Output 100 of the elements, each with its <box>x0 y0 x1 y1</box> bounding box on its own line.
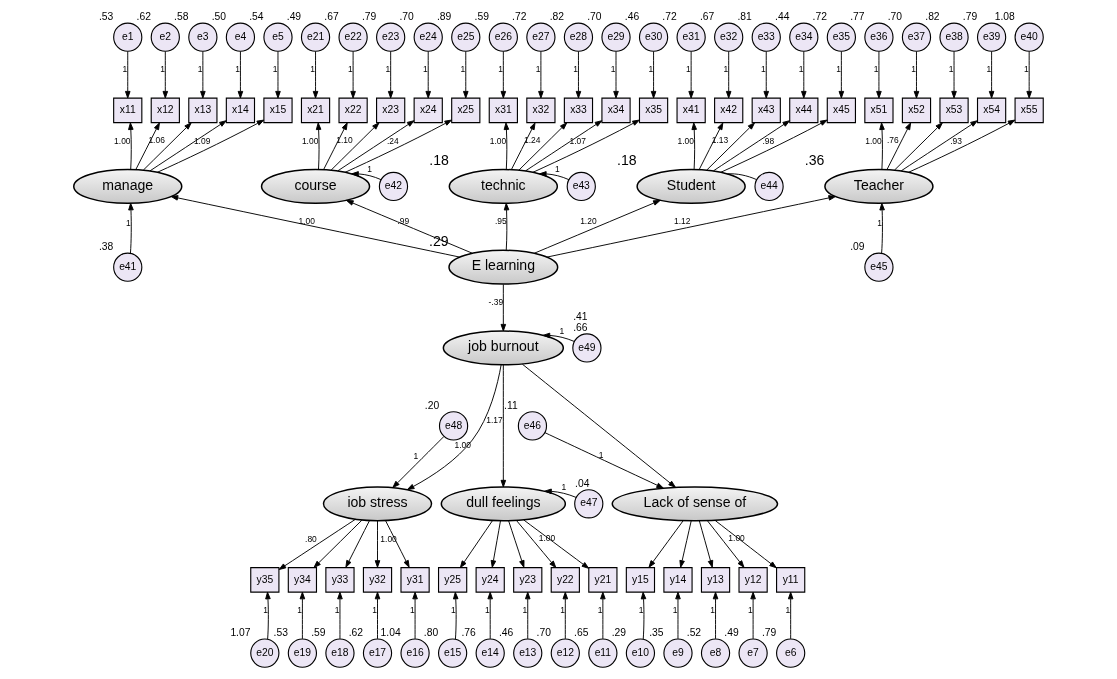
node-ellipse: Teacher <box>824 168 934 205</box>
edge-label: 1 <box>535 64 541 75</box>
arrow <box>313 519 363 568</box>
arrow <box>374 591 381 640</box>
edge-label: 1 <box>723 64 729 75</box>
edge-label: 1.00 <box>865 135 882 146</box>
node-circle: e1 <box>113 22 143 52</box>
edge-label: 1 <box>798 64 804 75</box>
node-box: x51 <box>864 97 894 124</box>
arrow <box>698 520 714 568</box>
node-circle: e3 <box>188 22 218 52</box>
node-circle: e28 <box>563 22 594 52</box>
node-label: .35 <box>649 627 664 639</box>
node-circle: e5 <box>263 22 293 52</box>
edge-label: 1 <box>160 64 165 75</box>
arrow <box>523 519 590 569</box>
arrow <box>532 119 640 173</box>
node-label: .72 <box>812 11 827 23</box>
node-box: y32 <box>362 567 393 593</box>
node-box: x44 <box>789 97 819 124</box>
node-box: x12 <box>150 97 180 124</box>
node-circle: e48 <box>438 411 469 441</box>
arrow <box>900 120 978 172</box>
node-circle: e20 <box>250 638 280 668</box>
edge-label: 1 <box>498 64 503 75</box>
node-circle: e6 <box>776 638 806 668</box>
edge-label: 1 <box>877 217 882 228</box>
edge-label: 1.20 <box>580 216 597 227</box>
node-box: y25 <box>438 567 468 593</box>
node-box: x22 <box>338 97 368 124</box>
node-label: .67 <box>324 11 339 23</box>
arrow <box>640 591 647 640</box>
arrow <box>838 51 845 99</box>
node-circle: e43 <box>566 171 596 202</box>
node-circle: e31 <box>676 22 706 52</box>
arrow <box>374 520 381 568</box>
arrow <box>275 51 281 99</box>
arrow <box>688 51 694 99</box>
arrow <box>345 520 370 568</box>
arrow <box>337 591 343 640</box>
edge-label: 1 <box>522 604 528 615</box>
node-circle: e7 <box>738 638 768 668</box>
node-circle: e40 <box>1014 22 1044 52</box>
node-circle: e26 <box>488 22 518 52</box>
arrow <box>344 119 452 173</box>
arrow <box>265 591 271 640</box>
edge-label: .80 <box>305 533 317 544</box>
node-label: .65 <box>574 627 589 639</box>
arrow <box>510 122 536 171</box>
node-label: 1.07 <box>230 627 251 639</box>
node-circle: e34 <box>789 22 819 52</box>
node-label: .72 <box>512 11 527 23</box>
node-label: .70 <box>399 11 414 23</box>
edge-label: 1.07 <box>569 136 586 147</box>
edge-label: 1 <box>297 604 302 615</box>
arrow <box>323 122 348 171</box>
arrow <box>385 520 410 568</box>
node-box: x13 <box>188 97 218 124</box>
edge-label: 1 <box>610 64 616 75</box>
edge-label: 1 <box>385 64 391 75</box>
arrow <box>575 51 582 99</box>
arrow <box>879 202 885 254</box>
edge-label: 1 <box>409 604 415 615</box>
edge-label: 1 <box>710 604 716 615</box>
arrow <box>679 520 692 568</box>
arrow <box>613 51 619 99</box>
edge-label: 1.00 <box>538 533 556 544</box>
arrow <box>500 284 507 332</box>
edge-label: .99 <box>397 216 410 227</box>
node-circle: e29 <box>601 22 631 52</box>
node-label: .58 <box>174 11 189 23</box>
edge-label: 1.12 <box>674 216 691 227</box>
node-circle: e25 <box>451 22 481 52</box>
node-label: .04 <box>575 477 590 489</box>
arrow <box>691 122 697 170</box>
edge-label: 1 <box>272 64 278 75</box>
node-label: .81 <box>737 11 752 23</box>
edge-label: 1 <box>122 64 128 75</box>
node-box: x34 <box>601 97 631 124</box>
node-box: x21 <box>300 97 331 124</box>
edge-label: 1 <box>334 604 340 615</box>
arrow <box>908 119 1016 173</box>
node-label: .79 <box>361 11 377 23</box>
arrow <box>128 202 134 254</box>
node-label: .66 <box>573 321 588 333</box>
node-circle: e37 <box>901 22 932 52</box>
node-label: .62 <box>348 627 364 639</box>
node-box: x33 <box>563 97 594 124</box>
node-label: .79 <box>962 11 978 23</box>
arrow <box>350 51 356 99</box>
arrow <box>516 520 557 569</box>
edge-label: 1.09 <box>193 136 211 147</box>
node-box: y14 <box>663 567 693 593</box>
node-circle: e23 <box>376 22 406 52</box>
node-label: .59 <box>311 627 326 639</box>
node-circle: e42 <box>378 171 409 202</box>
arrow <box>518 122 568 171</box>
arrow <box>538 51 544 99</box>
arrow <box>237 51 244 99</box>
arrow <box>750 591 756 640</box>
